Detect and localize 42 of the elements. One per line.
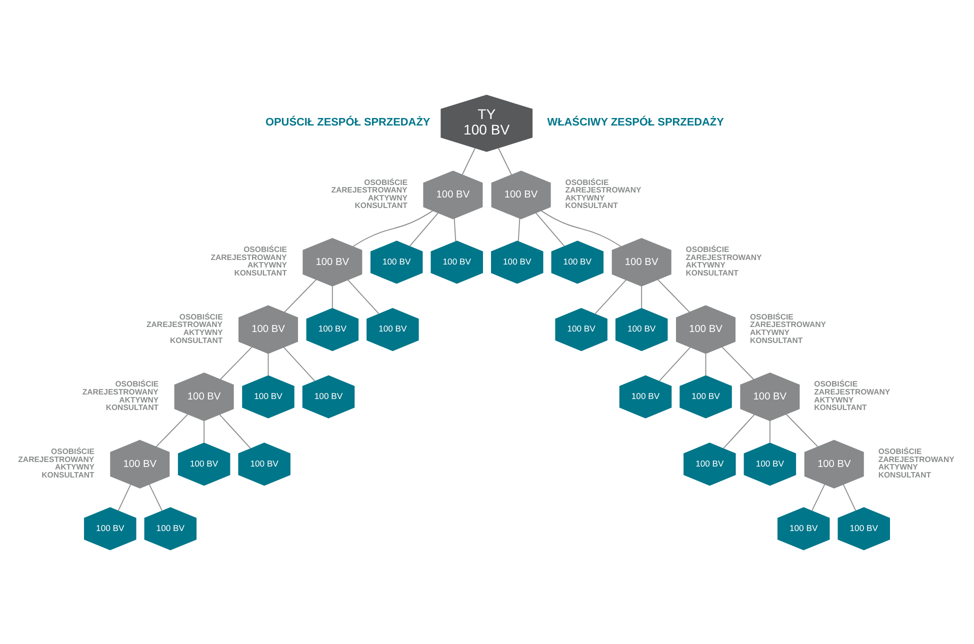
- connector: [409, 212, 439, 246]
- connector: [118, 484, 132, 511]
- label: WŁAŚCIWY ZESPÓŁ SPRZEDAŻY: [547, 116, 724, 128]
- connector: [769, 420, 770, 443]
- node-label: OSOBIŚCIE ZAREJESTROWANY AKTYWNY KONSULTANT: [82, 379, 159, 412]
- connector: [454, 217, 456, 242]
- connector: [594, 278, 627, 314]
- node-label: OSOBIŚCIE ZAREJESTROWANY AKTYWNY KONSULTANT: [686, 244, 762, 278]
- connector: [332, 285, 333, 308]
- node-label: OSOBIŚCIE ZAREJESTROWANY AKTYWNY KONSULTANT: [750, 312, 826, 344]
- connector: [268, 352, 269, 376]
- connector: [148, 484, 163, 511]
- connector: [657, 278, 690, 312]
- connector: [518, 217, 520, 242]
- connector: [498, 147, 512, 175]
- node-label: OSOBIŚCIE ZAREJESTROWANY AKTYWNY KONSULTANT: [18, 446, 94, 479]
- connector: [284, 278, 317, 312]
- node-label: OSOBIŚCIE ZAREJESTROWANY AKTYWNY KONSULTANT: [878, 446, 954, 479]
- connector: [220, 346, 253, 380]
- node-label: OSOBIŚCIE ZAREJESTROWANY AKTYWNY KONSULTANT: [210, 244, 288, 278]
- node-label: OSOBIŚCIE ZAREJESTROWANY AKTYWNY KONSULTANT: [565, 177, 642, 210]
- connector: [786, 413, 818, 447]
- node-label: OSOBIŚCIE ZAREJESTROWANY AKTYWNY KONSULTANT: [146, 312, 223, 344]
- connector: [540, 210, 622, 246]
- connector: [721, 346, 754, 380]
- connector: [535, 212, 565, 246]
- connector: [283, 346, 316, 382]
- connector: [811, 484, 826, 511]
- connector: [462, 147, 476, 175]
- connector: [204, 420, 205, 443]
- connector: [641, 285, 642, 308]
- connector: [658, 346, 691, 382]
- connector: [219, 414, 252, 448]
- label: OPUŚCIŁ ZESPÓŁ SPRZEDAŻY: [266, 116, 430, 128]
- connector: [347, 278, 380, 314]
- node-label: OSOBIŚCIE ZAREJESTROWANY AKTYWNY KONSULTANT: [814, 379, 890, 412]
- connector: [842, 484, 856, 511]
- connector: [705, 352, 706, 376]
- connector: [352, 210, 434, 246]
- connector: [156, 413, 188, 447]
- connector: [722, 414, 755, 448]
- node-label: OSOBIŚCIE ZAREJESTROWANY AKTYWNY KONSULTANT: [331, 177, 408, 210]
